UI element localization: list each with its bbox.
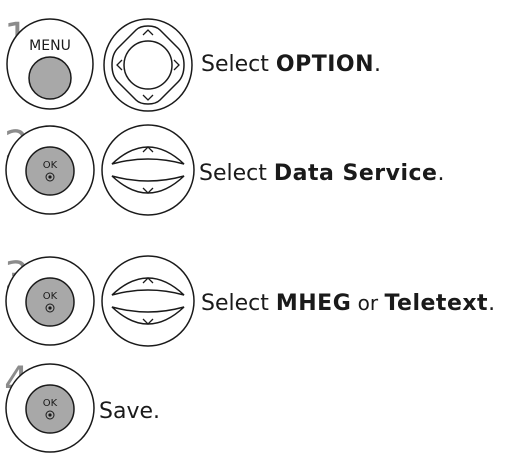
instruction-suffix: . (437, 161, 445, 186)
step-3-instruction: Select MHEG or Teletext. (201, 289, 495, 318)
option-name: OPTION (275, 52, 375, 77)
instruction-suffix: . (488, 291, 496, 316)
step-2-instruction: Select Data Service. (199, 160, 444, 188)
up-arrow-icon (142, 146, 154, 153)
instruction-prefix: Select (199, 161, 274, 186)
step-4-instruction: Save. (99, 399, 160, 424)
four-way-navigation-icon (103, 18, 193, 112)
step-4: 4 OK Save. (0, 362, 528, 461)
up-arrow-icon (142, 277, 154, 284)
menu-button-icon: MENU (6, 18, 94, 110)
ok-button-label: OK (43, 291, 58, 302)
instruction-prefix: Select (201, 52, 276, 77)
step-1-instruction: Select OPTION. (201, 51, 381, 79)
left-arrow-icon (116, 59, 123, 71)
instruction-prefix: Select (201, 291, 276, 316)
step-3: 3 OK Select MHEG or Teletext. (0, 247, 528, 347)
down-arrow-icon (142, 94, 154, 101)
ok-button-label: OK (43, 398, 58, 409)
ok-button-label: OK (43, 160, 58, 171)
up-arrow-icon (142, 29, 154, 36)
up-down-navigation-icon (101, 124, 195, 216)
ok-button-icon: OK (5, 125, 95, 215)
step-1: 1 MENU Select OPTION. (0, 0, 528, 112)
menu-button-label: MENU (29, 38, 71, 54)
down-arrow-icon (142, 187, 154, 194)
instruction-suffix: . (374, 52, 382, 77)
option-name: MHEG (275, 291, 352, 316)
ok-button-icon: OK (5, 363, 95, 453)
option-name-2: Teletext (384, 291, 489, 316)
option-name: Data Service (273, 161, 438, 186)
ok-button-icon: OK (5, 256, 95, 346)
right-arrow-icon (173, 59, 180, 71)
up-down-navigation-icon (101, 255, 195, 347)
down-arrow-icon (142, 318, 154, 325)
step-2: 2 OK Select Data Service. (0, 112, 528, 216)
instruction-conjunction: or (351, 291, 385, 315)
